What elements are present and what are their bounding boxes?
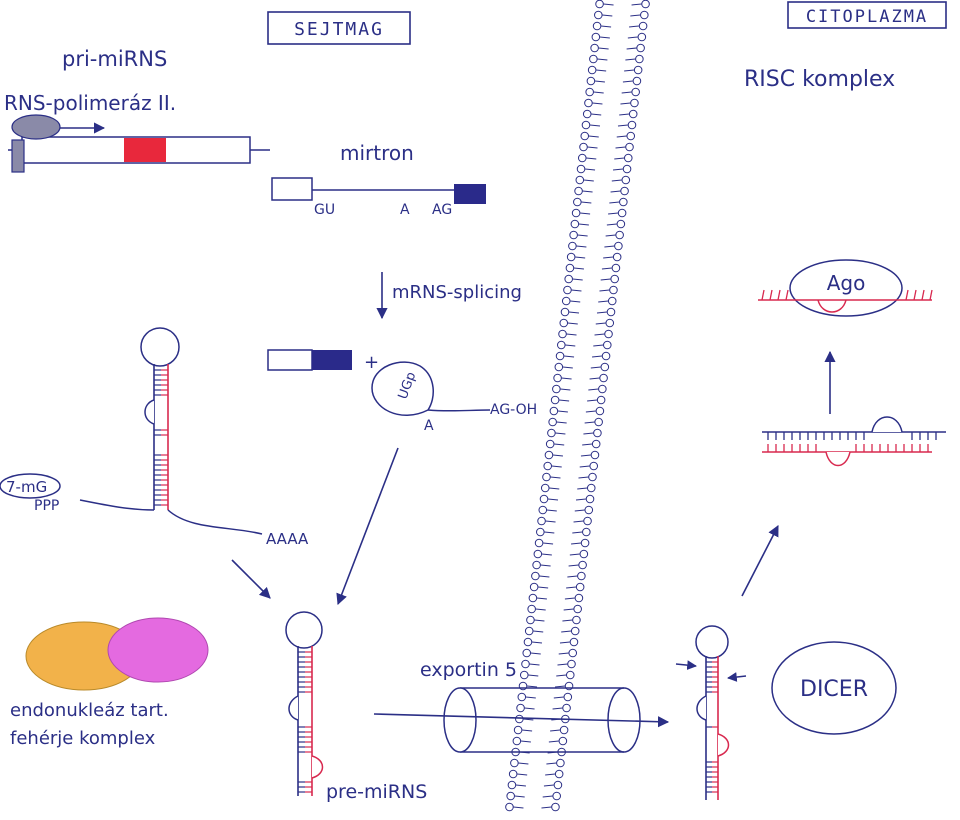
plus-sign: + <box>364 352 379 373</box>
exportin-label: exportin 5 <box>420 659 517 681</box>
cap-label: 7-mG <box>6 478 47 496</box>
dicer-label: DICER <box>800 677 868 702</box>
lariat-ag-oh-label: AG-OH <box>490 402 537 418</box>
arrow-to-pre-mirna-right <box>336 447 399 606</box>
risc-complex <box>758 259 933 317</box>
arrow-to-pre-mirna-left <box>231 559 271 599</box>
arrow-to-duplex <box>741 525 779 597</box>
splice-gu-label: GU <box>314 202 335 218</box>
nucleus-label: SEJTMAG <box>294 19 384 40</box>
risc-label: RISC komplex <box>744 67 895 92</box>
ago-label: Ago <box>827 271 866 295</box>
splicing-label: mRNS-splicing <box>392 282 522 303</box>
cytoplasmic-pre-mirna <box>695 625 730 800</box>
cytoplasm-label: CITOPLAZMA <box>806 7 928 27</box>
mirna-coding-region <box>124 138 166 162</box>
cytoplasm-label-box: CITOPLAZMA <box>787 1 947 29</box>
rna-polymerase-shape <box>11 114 61 140</box>
dicer-cut-arrow-right <box>727 672 747 682</box>
mirna-duplex <box>762 416 946 467</box>
pri-mirna-hairpin <box>79 327 263 535</box>
ppp-label: PPP <box>34 498 59 514</box>
splice-a-label: A <box>400 202 410 218</box>
complex-label-line1: endonukleáz tart. <box>10 700 169 721</box>
lariat-ugp-label: UGp <box>396 370 420 401</box>
exportin-channel <box>443 687 641 753</box>
mirtron-label: mirtron <box>340 141 414 165</box>
spliced-exons <box>267 349 352 371</box>
complex-label-line2: fehérje komplex <box>10 728 156 749</box>
nucleus-label-box: SEJTMAG <box>267 11 411 45</box>
dicer-outline <box>771 641 897 735</box>
nuclear-membrane <box>505 0 650 812</box>
cap-outline <box>0 473 61 499</box>
pre-mirna-hairpin <box>285 611 324 796</box>
splice-ag-label: AG <box>432 202 452 218</box>
dicer-cut-arrow-left <box>675 660 697 670</box>
mirtron-construct <box>271 177 486 204</box>
pri-mirna-label: pri-miRNS <box>62 47 167 71</box>
polya-label: AAAA <box>266 530 309 548</box>
gene-construct <box>8 114 270 173</box>
polymerase-label: RNS-polimeráz II. <box>4 91 176 115</box>
export-arrow <box>373 713 670 728</box>
endonuclease-complex-shape <box>25 617 209 691</box>
lariat-a-label: A <box>424 418 434 434</box>
pre-mirna-label: pre-miRNS <box>326 781 427 803</box>
lariat-intron <box>371 361 491 416</box>
